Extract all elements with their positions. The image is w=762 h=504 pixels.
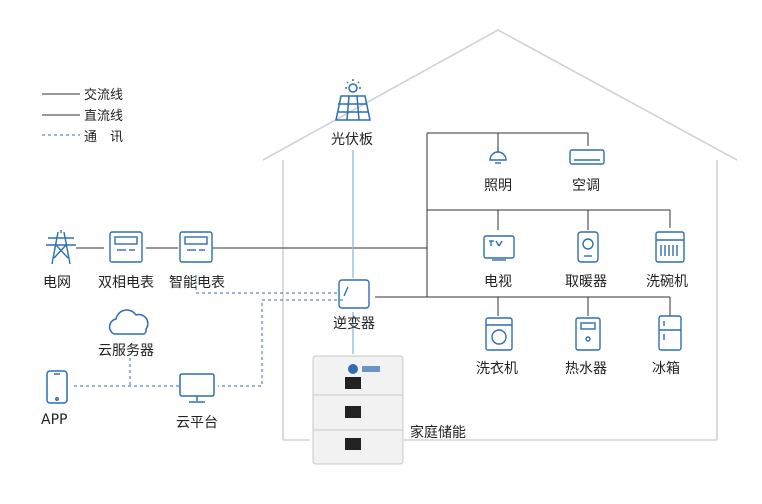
air-conditioner-icon [569, 149, 605, 165]
power-tower-icon [46, 230, 76, 265]
fridge-icon [658, 315, 682, 351]
heater-icon [577, 231, 599, 263]
legend-comm-label: 通 讯 [84, 130, 124, 145]
home-storage-label: 家庭储能 [410, 425, 466, 441]
washing-machine-label: 洗衣机 [476, 361, 518, 377]
cloud-server-label: 云服务器 [98, 343, 154, 359]
app-label: APP [41, 412, 68, 428]
inverter-icon [338, 279, 370, 309]
tv-label: 电视 [484, 274, 512, 290]
water-heater-icon [575, 317, 601, 351]
bidirectional-meter-icon [109, 231, 143, 263]
battery-storage-icon [312, 355, 404, 465]
grid-label: 电网 [43, 275, 71, 291]
solar-panel-label: 光伏板 [331, 132, 373, 148]
cloud-icon [108, 309, 149, 335]
smart-meter-label: 智能电表 [169, 275, 225, 291]
dishwasher-icon [655, 231, 685, 263]
lighting-icon [489, 146, 507, 164]
cloud-platform-label: 云平台 [176, 415, 218, 431]
washing-machine-icon [485, 317, 513, 351]
water-heater-label: 热水器 [565, 361, 607, 377]
solar-panel-icon [335, 79, 371, 121]
inverter-label: 逆变器 [333, 316, 375, 332]
tv-icon [483, 235, 515, 261]
lighting-label: 照明 [484, 178, 512, 194]
comm-line-inverter-platform [218, 299, 343, 387]
house-outline [262, 29, 738, 161]
comm-line-smart-inverter [195, 275, 338, 294]
legend-dc-label: 直流线 [84, 109, 124, 124]
fridge-label: 冰箱 [652, 361, 680, 377]
heater-label: 取暖器 [565, 274, 607, 290]
legend-ac-label: 交流线 [84, 88, 124, 103]
phone-icon [46, 370, 68, 404]
air-conditioner-label: 空调 [572, 178, 600, 194]
bidirectional-meter-label: 双相电表 [98, 275, 154, 291]
dishwasher-label: 洗碗机 [646, 274, 688, 290]
smart-meter-icon [179, 231, 213, 263]
monitor-icon [179, 373, 215, 403]
